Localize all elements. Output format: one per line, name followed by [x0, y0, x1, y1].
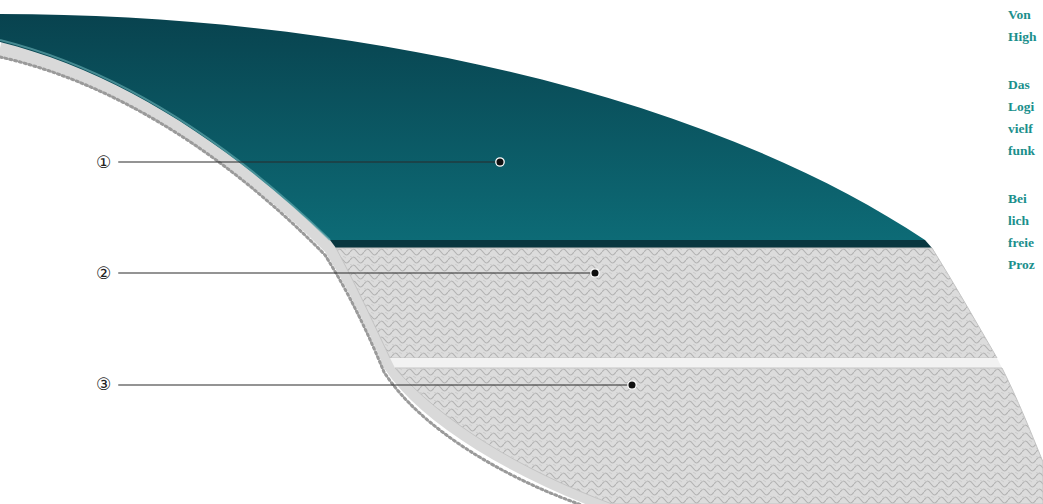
- cover-section: [330, 240, 932, 248]
- leader-dot: [496, 158, 504, 166]
- leader-dot: [628, 381, 636, 389]
- callout-number: ②: [96, 263, 111, 283]
- leader-line: [118, 272, 595, 273]
- side-text: Das Logi vielf funk: [1008, 74, 1035, 162]
- fabric-ply: [395, 368, 1043, 504]
- leader-line: [118, 161, 500, 162]
- side-text: Bei lich freie Proz: [1008, 188, 1035, 276]
- callout-number: ③: [96, 374, 111, 394]
- side-text: Von High: [1008, 4, 1037, 48]
- fabric-ply: [336, 248, 997, 358]
- cover-layer: [0, 0, 925, 240]
- callout-number: ①: [96, 152, 111, 172]
- cover-edge: [0, 40, 330, 240]
- leader-line: [118, 384, 632, 385]
- ply-gap: [390, 358, 1002, 368]
- leader-dot: [591, 269, 599, 277]
